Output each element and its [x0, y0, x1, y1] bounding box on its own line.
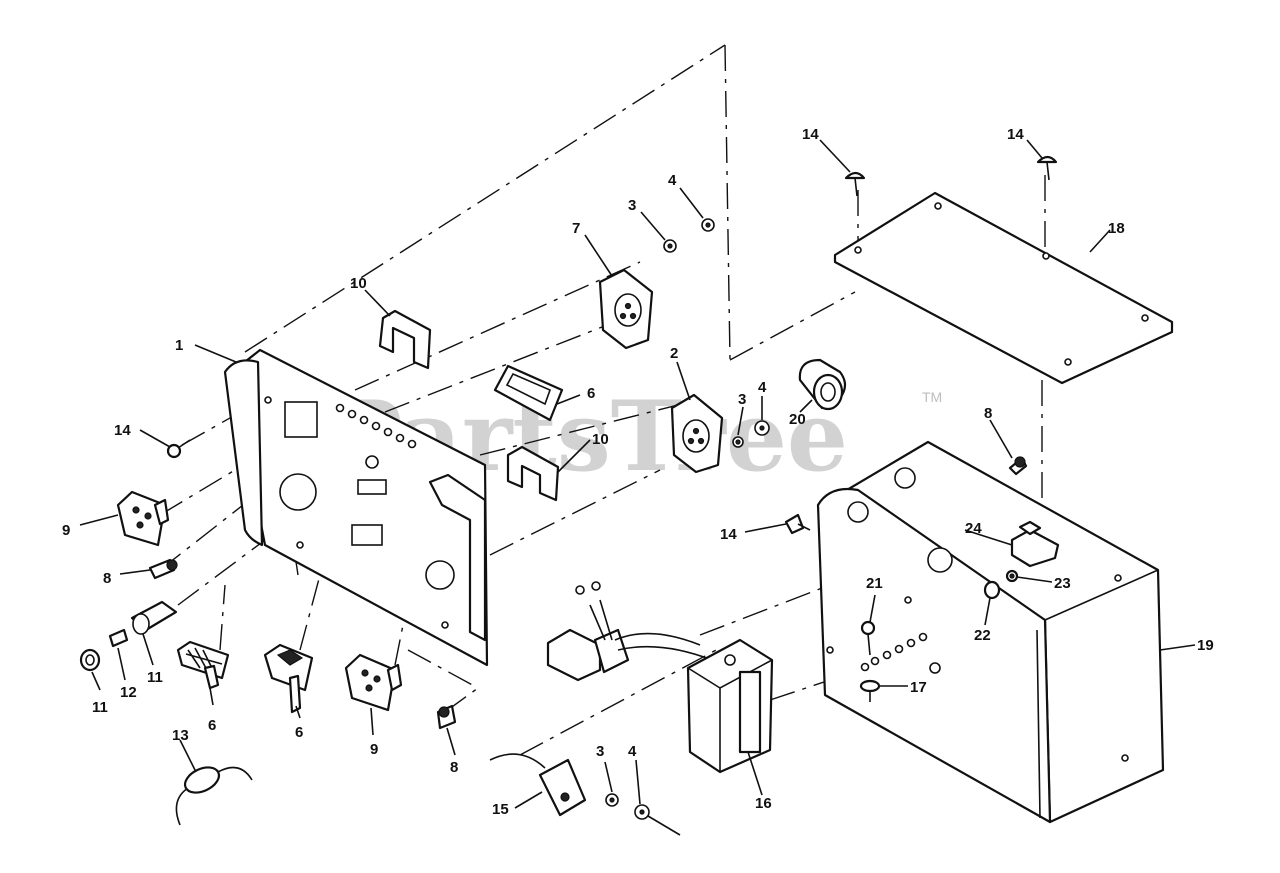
callout-10-upper: 10 — [350, 275, 367, 292]
callout-18: 18 — [1108, 220, 1125, 237]
receptacle-upper — [598, 268, 654, 350]
callout-11-holder: 11 — [147, 669, 163, 686]
callout-20: 20 — [789, 411, 806, 428]
callout-1: 1 — [175, 337, 183, 354]
rocker-switch — [263, 643, 314, 714]
screw-left — [148, 558, 178, 580]
callout-labels: 1 14 9 8 11 12 11 13 6 6 9 8 10 6 10 7 3… — [62, 126, 1214, 818]
idle-switch — [798, 358, 847, 411]
callout-16: 16 — [755, 795, 772, 812]
u-clip-lower — [506, 445, 560, 502]
callout-14-cover-left: 14 — [802, 126, 819, 143]
callout-15: 15 — [492, 801, 509, 818]
callout-19: 19 — [1197, 637, 1214, 654]
fuse-cap — [79, 648, 101, 672]
fuse-holder — [130, 600, 178, 635]
wire-harness — [546, 581, 713, 682]
top-cover — [833, 191, 1174, 385]
circuit-breaker — [176, 640, 230, 690]
bushing — [983, 580, 1001, 600]
callout-3-lower: 3 — [596, 743, 604, 760]
screw-bottom — [436, 704, 457, 730]
callout-8-bottom: 8 — [450, 759, 458, 776]
callout-6-switch: 6 — [295, 724, 303, 741]
control-panel — [223, 348, 489, 667]
lock-washer — [859, 679, 881, 702]
callout-2: 2 — [670, 345, 678, 362]
watermark-trademark: TM — [922, 389, 942, 405]
callout-8-right: 8 — [984, 405, 992, 422]
screw-cover-right — [1036, 155, 1058, 181]
screw-right — [1008, 456, 1028, 476]
terminal-plate — [489, 753, 587, 817]
grommet — [1005, 569, 1019, 583]
callout-6-gasket: 6 — [587, 385, 595, 402]
outlet-left — [116, 490, 170, 547]
outlet-bottom — [344, 653, 403, 712]
callout-14-panel: 14 — [114, 422, 131, 439]
callout-17: 17 — [910, 679, 927, 696]
callout-9-left: 9 — [62, 522, 70, 539]
callout-7: 7 — [572, 220, 580, 237]
callout-11-cap: 11 — [92, 699, 108, 716]
callout-13: 13 — [172, 727, 189, 744]
callout-3-upper: 3 — [628, 197, 636, 214]
capacitor-wire — [175, 766, 253, 826]
washer-and-nut-upper — [663, 218, 715, 253]
washer-and-nut-middle — [732, 420, 770, 448]
callout-8-left: 8 — [103, 570, 111, 587]
callout-6-breaker: 6 — [208, 717, 216, 734]
callout-4-middle: 4 — [758, 379, 767, 396]
screw-cover-left — [844, 171, 866, 197]
callout-24: 24 — [965, 520, 982, 537]
callout-22: 22 — [974, 627, 991, 644]
callout-12: 12 — [120, 684, 137, 701]
callout-10-lower: 10 — [592, 431, 609, 448]
washer-and-nut-lower — [605, 793, 681, 836]
callout-4-lower: 4 — [628, 743, 637, 760]
callout-14-cover-right: 14 — [1007, 126, 1024, 143]
u-clip-upper — [378, 309, 432, 370]
relay — [1010, 520, 1060, 568]
callout-9-bottom: 9 — [370, 741, 378, 758]
screw-box — [784, 513, 811, 535]
gasket — [493, 364, 564, 422]
bolt-vertical — [860, 620, 876, 656]
callout-21: 21 — [866, 575, 883, 592]
leader-lines — [79, 139, 1196, 809]
screw-panel — [166, 439, 191, 459]
callout-14-box: 14 — [720, 526, 737, 543]
fuse — [108, 628, 129, 648]
receptacle-lower — [670, 393, 724, 474]
control-box — [816, 440, 1165, 824]
callout-4-upper: 4 — [668, 172, 677, 189]
transformer — [686, 638, 774, 774]
callout-23: 23 — [1054, 575, 1071, 592]
callout-3-middle: 3 — [738, 391, 746, 408]
